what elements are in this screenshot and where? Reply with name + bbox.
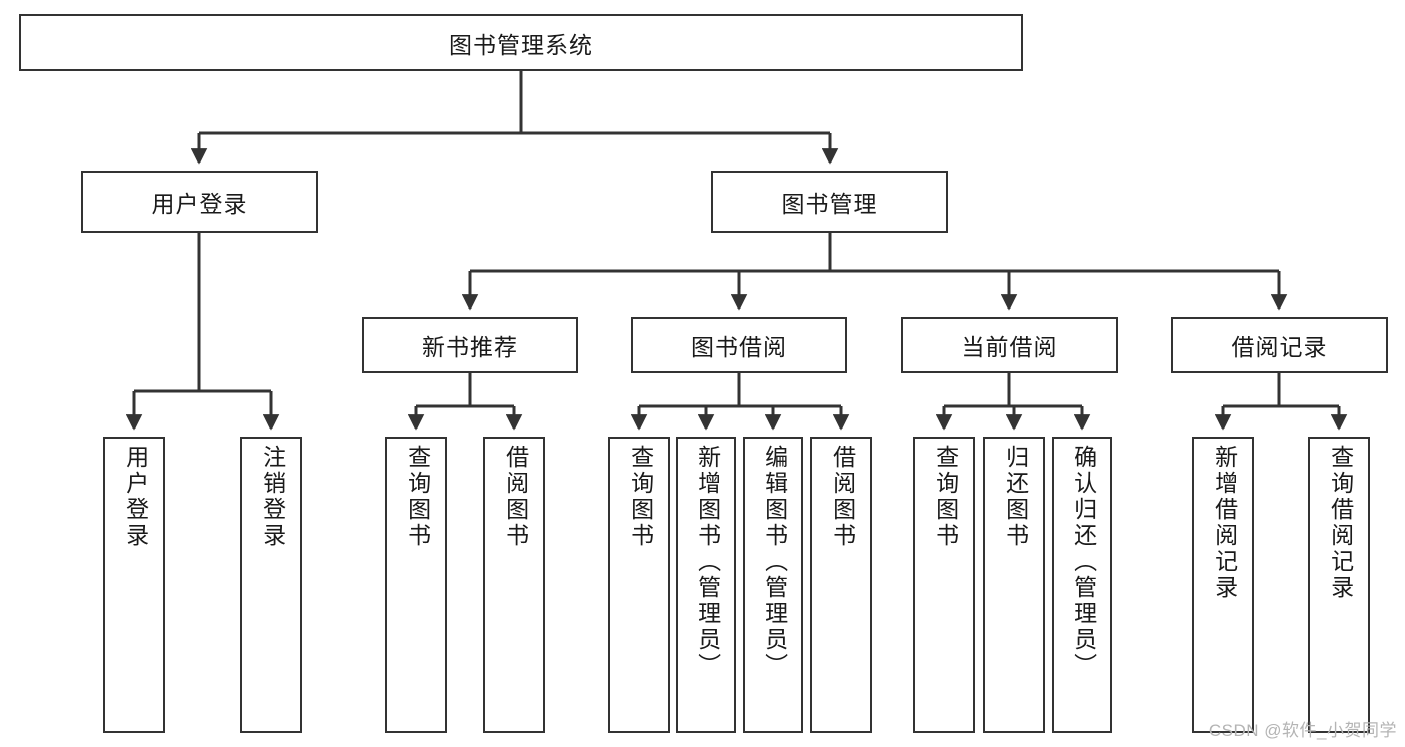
node-leaf-edit-book[interactable]: 编辑图书（管理员） [743,437,803,733]
node-label: 确认归还（管理员） [1070,445,1097,679]
node-label: 查询借阅记录 [1327,445,1354,601]
connector-borrowrecord-to-leaves [1214,373,1348,431]
node-borrow-record[interactable]: 借阅记录 [1171,317,1388,373]
node-label: 图书借阅 [691,334,787,360]
node-label: 编辑图书（管理员） [761,445,788,679]
node-label: 新书推荐 [422,334,518,360]
node-label: 查询图书 [932,445,959,549]
node-leaf-return-book[interactable]: 归还图书 [983,437,1045,733]
node-label: 查询图书 [404,445,431,549]
node-book-management-system[interactable]: 图书管理系统 [19,14,1023,71]
node-label: 图书管理系统 [449,31,593,58]
node-new-book-recommend[interactable]: 新书推荐 [362,317,578,373]
node-leaf-add-book[interactable]: 新增图书（管理员） [676,437,736,733]
node-leaf-user-login[interactable]: 用户登录 [103,437,165,733]
node-book-borrow[interactable]: 图书借阅 [631,317,847,373]
node-current-borrow[interactable]: 当前借阅 [901,317,1118,373]
node-label: 当前借阅 [961,334,1058,360]
node-book-management[interactable]: 图书管理 [711,171,948,233]
node-leaf-query-book-1[interactable]: 查询图书 [385,437,447,733]
node-label: 归还图书 [1002,445,1029,549]
node-leaf-add-record[interactable]: 新增借阅记录 [1192,437,1254,733]
node-leaf-logout[interactable]: 注销登录 [240,437,302,733]
node-leaf-borrow-book-1[interactable]: 借阅图书 [483,437,545,733]
node-label: 借阅图书 [502,445,529,549]
node-label: 图书管理 [781,191,878,217]
node-label: 用户登录 [151,191,248,217]
node-leaf-query-book-2[interactable]: 查询图书 [608,437,670,733]
node-leaf-confirm-return[interactable]: 确认归还（管理员） [1052,437,1112,733]
connector-currentborrow-to-leaves [935,373,1091,431]
node-label: 注销登录 [259,445,286,549]
connector-bookmgmt-to-level3 [461,233,1288,311]
node-user-login[interactable]: 用户登录 [81,171,318,233]
connector-newbook-to-leaves [407,373,523,431]
node-leaf-query-record[interactable]: 查询借阅记录 [1308,437,1370,733]
connector-userlogin-to-leaves [125,233,280,431]
node-label: 用户登录 [122,445,149,549]
node-leaf-query-book-3[interactable]: 查询图书 [913,437,975,733]
node-label: 新增借阅记录 [1211,445,1238,601]
connector-bookborrow-to-leaves [630,373,850,431]
node-leaf-borrow-book-2[interactable]: 借阅图书 [810,437,872,733]
node-label: 查询图书 [627,445,654,549]
node-label: 借阅图书 [829,445,856,549]
node-label: 新增图书（管理员） [694,445,721,679]
node-label: 借阅记录 [1231,334,1328,360]
connector-root-to-level2 [190,71,839,165]
